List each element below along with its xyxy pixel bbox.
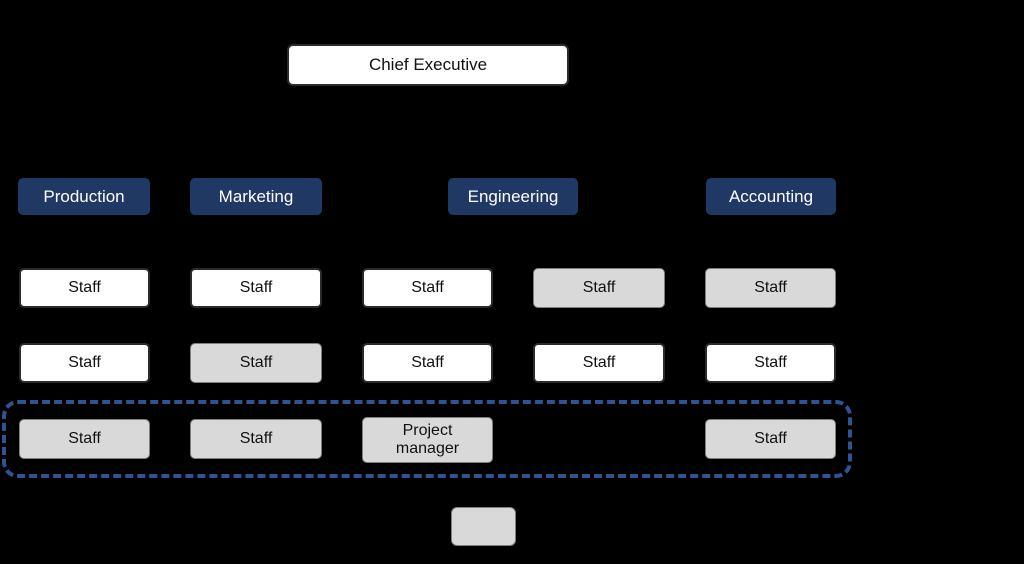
staff-box-r2c1: Staff <box>19 343 150 383</box>
staff-label: Staff <box>411 278 444 296</box>
staff-label: Staff <box>68 353 101 371</box>
staff-label: Staff <box>68 278 101 296</box>
project-manager-label: Project manager <box>395 421 460 457</box>
dept-label-marketing: Marketing <box>218 186 294 206</box>
staff-label: Staff <box>754 278 787 296</box>
staff-box-r1c5: Staff <box>705 268 836 308</box>
staff-box-r3c2: Staff <box>190 419 322 459</box>
dept-box-accounting: Accounting <box>706 178 836 215</box>
staff-label: Staff <box>754 429 787 447</box>
dept-label-accounting: Accounting <box>728 186 814 206</box>
staff-label: Staff <box>582 353 616 371</box>
dept-box-engineering: Engineering <box>448 178 578 215</box>
chief-executive-box: Chief Executive <box>287 44 569 86</box>
staff-label: Staff <box>239 278 273 296</box>
dept-label-production: Production <box>43 186 125 206</box>
staff-label: Staff <box>239 353 273 371</box>
dept-box-marketing: Marketing <box>190 178 322 215</box>
staff-label: Staff <box>582 278 616 296</box>
chief-executive-label: Chief Executive <box>368 55 488 75</box>
staff-box-r2c4: Staff <box>533 343 665 383</box>
staff-box-r1c2: Staff <box>190 268 322 308</box>
staff-box-r2c2: Staff <box>190 343 322 383</box>
staff-box-r1c1: Staff <box>19 268 150 308</box>
legend-swatch <box>451 507 516 546</box>
staff-label: Staff <box>411 353 444 371</box>
staff-box-r2c3: Staff <box>362 343 493 383</box>
staff-label: Staff <box>754 353 787 371</box>
dept-label-engineering: Engineering <box>467 186 559 206</box>
staff-label: Staff <box>68 429 101 447</box>
staff-box-r3c5: Staff <box>705 419 836 459</box>
staff-label: Staff <box>239 429 273 447</box>
staff-box-r1c4: Staff <box>533 268 665 308</box>
staff-box-r3c1: Staff <box>19 419 150 459</box>
staff-box-r2c5: Staff <box>705 343 836 383</box>
staff-box-r1c3: Staff <box>362 268 493 308</box>
project-manager-box: Project manager <box>362 417 493 463</box>
dept-box-production: Production <box>18 178 150 215</box>
project-team-highlight-outline <box>2 400 852 478</box>
